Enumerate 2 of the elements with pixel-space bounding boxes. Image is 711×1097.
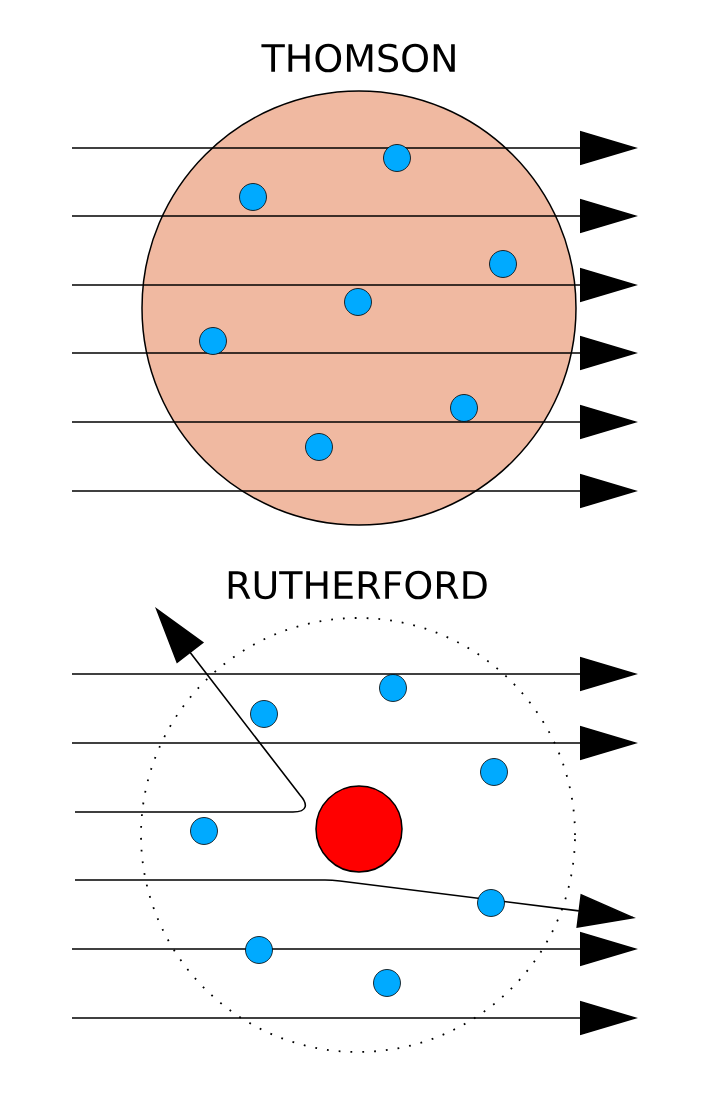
heading: THOMSON (261, 43, 455, 73)
heading: RUTHERFORD (228, 570, 487, 600)
